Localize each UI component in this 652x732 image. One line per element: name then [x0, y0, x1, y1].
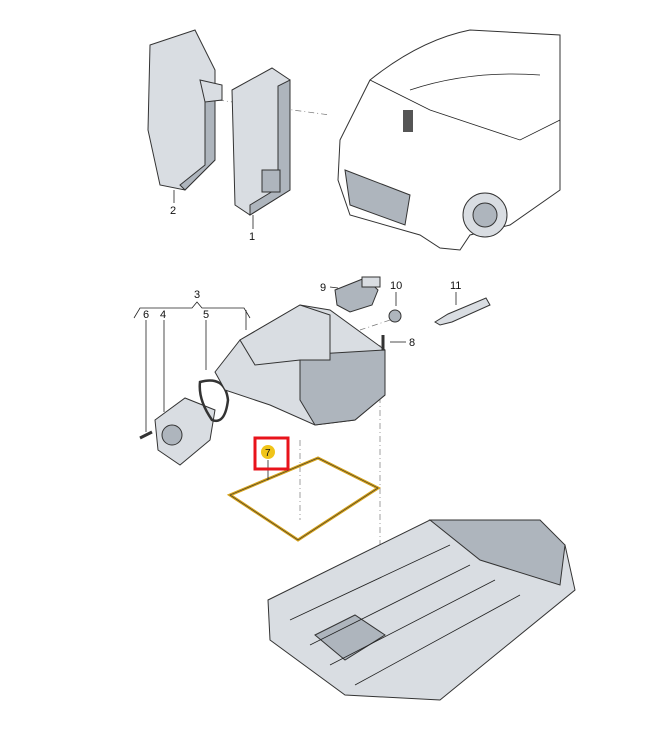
vehicle-front-view — [337, 29, 561, 251]
callout-2[interactable]: 2 — [170, 205, 176, 217]
vin-marker — [403, 110, 413, 132]
highlight-box — [253, 436, 290, 471]
callout-5[interactable]: 5 — [203, 309, 209, 321]
part-4-cover[interactable] — [154, 397, 216, 466]
part-3-housing[interactable] — [214, 304, 386, 426]
battery-housing — [267, 519, 576, 701]
part-5-seal[interactable] — [198, 379, 230, 423]
group-bracket-3 — [133, 301, 251, 319]
highlight-badge — [261, 445, 275, 459]
callout-11[interactable]: 11 — [450, 280, 461, 292]
assembly-line — [359, 319, 391, 331]
callout-1[interactable]: 1 — [249, 231, 255, 243]
part-9-connector[interactable] — [334, 276, 381, 313]
callout-6[interactable]: 6 — [143, 309, 149, 321]
part-7-gasket[interactable] — [226, 456, 382, 542]
callout-10[interactable]: 10 — [390, 280, 402, 292]
part-10-nut[interactable] — [388, 309, 402, 323]
callout-9[interactable]: 9 — [320, 282, 326, 294]
callout-3[interactable]: 3 — [194, 289, 200, 301]
part-1-control-unit[interactable] — [231, 67, 291, 216]
callout-8[interactable]: 8 — [409, 337, 415, 349]
part-6-bolt[interactable] — [139, 430, 153, 440]
callout-4[interactable]: 4 — [160, 309, 166, 321]
part-11-sealant-tube[interactable] — [434, 297, 491, 326]
part-2-bracket[interactable] — [147, 29, 223, 191]
callout-7[interactable]: 7 — [265, 448, 271, 459]
